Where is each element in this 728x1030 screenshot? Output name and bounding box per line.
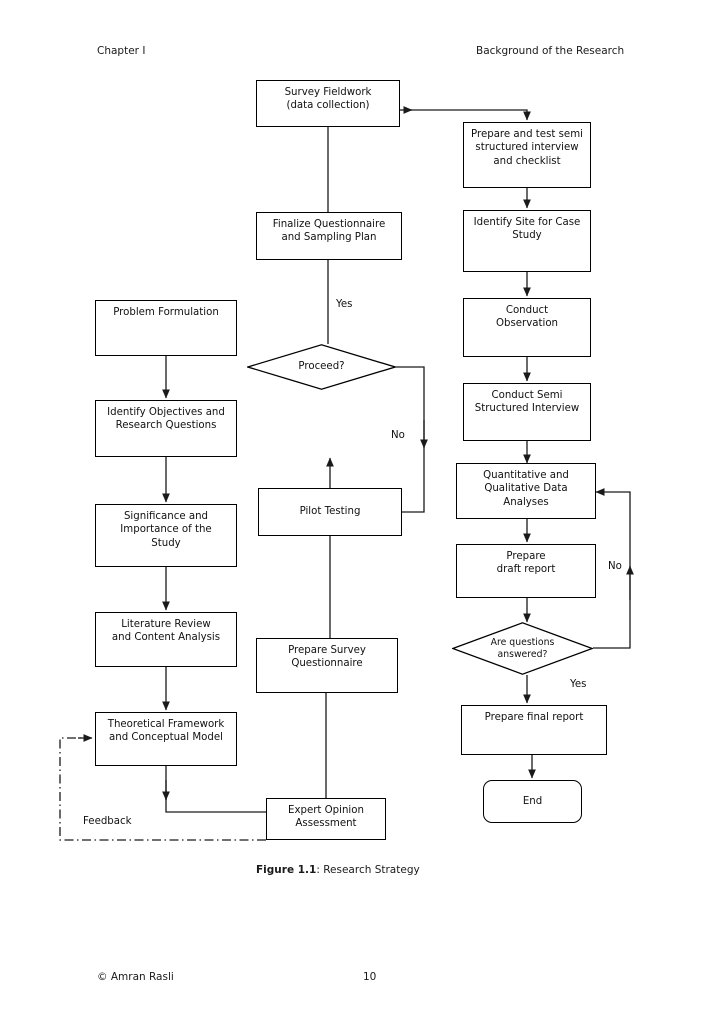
node-proceed-decision[interactable]: Proceed? — [247, 344, 396, 390]
figure-caption-number: Figure 1.1 — [256, 864, 317, 876]
edge-label-questions-no: No — [608, 561, 622, 572]
footer-page-number: 10 — [363, 971, 377, 983]
node-problem-formulation[interactable]: Problem Formulation — [95, 300, 237, 356]
node-proceed-label: Proceed? — [298, 360, 345, 372]
node-prepare-draft-report[interactable]: Prepare draft report — [456, 544, 596, 598]
node-conduct-semi-interview[interactable]: Conduct Semi Structured Interview — [463, 383, 591, 441]
header-chapter: Chapter I — [97, 45, 146, 57]
node-prepare-test-semi[interactable]: Prepare and test semi structured intervi… — [463, 122, 591, 188]
node-survey-fieldwork[interactable]: Survey Fieldwork (data collection) — [256, 80, 400, 127]
node-questions-answered-label: Are questions answered? — [490, 636, 555, 660]
node-prepare-survey-questionnaire[interactable]: Prepare Survey Questionnaire — [256, 638, 398, 693]
edge-label-proceed-yes: Yes — [336, 299, 353, 310]
node-theoretical-framework[interactable]: Theoretical Framework and Conceptual Mod… — [95, 712, 237, 766]
node-identify-site[interactable]: Identify Site for Case Study — [463, 210, 591, 272]
figure-caption: Figure 1.1: Research Strategy — [256, 864, 420, 876]
footer-copyright: © Amran Rasli — [97, 971, 174, 983]
node-quant-qual-analyses[interactable]: Quantitative and Qualitative Data Analys… — [456, 463, 596, 519]
node-end[interactable]: End — [483, 780, 582, 823]
node-prepare-final-report[interactable]: Prepare final report — [461, 705, 607, 755]
edge-label-questions-yes: Yes — [570, 679, 587, 690]
node-pilot-testing[interactable]: Pilot Testing — [258, 488, 402, 536]
node-expert-opinion[interactable]: Expert Opinion Assessment — [266, 798, 386, 840]
edge-label-proceed-no: No — [391, 430, 405, 441]
node-significance[interactable]: Significance and Importance of the Study — [95, 504, 237, 567]
node-identify-objectives[interactable]: Identify Objectives and Research Questio… — [95, 400, 237, 457]
node-finalize-questionnaire[interactable]: Finalize Questionnaire and Sampling Plan — [256, 212, 402, 260]
header-section: Background of the Research — [476, 45, 625, 57]
node-questions-answered-decision[interactable]: Are questions answered? — [452, 622, 593, 675]
edge-label-feedback: Feedback — [83, 816, 132, 827]
node-conduct-observation[interactable]: Conduct Observation — [463, 298, 591, 357]
node-literature-review[interactable]: Literature Review and Content Analysis — [95, 612, 237, 667]
figure-caption-text: : Research Strategy — [316, 864, 420, 876]
